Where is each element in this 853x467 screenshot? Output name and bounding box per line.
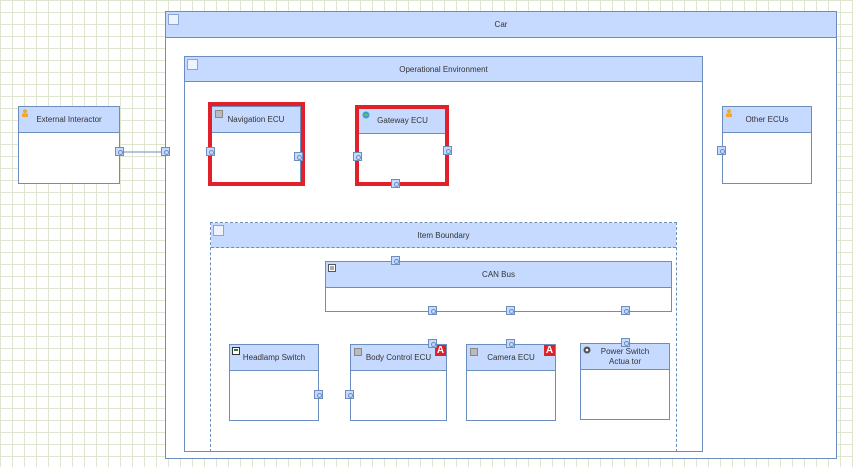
body-control-ecu-title: Body Control ECU (365, 353, 432, 362)
switch-icon (232, 347, 240, 355)
globe-icon (362, 111, 370, 119)
block-corner-icon (187, 59, 198, 70)
port-headlamp-right[interactable] (314, 390, 323, 399)
port-camera-top[interactable] (506, 339, 515, 348)
port-canbus-camera[interactable] (506, 306, 515, 315)
port-canbus-power[interactable] (621, 306, 630, 315)
port-external-interactor[interactable] (115, 147, 124, 156)
can-bus-block[interactable]: CAN Bus (325, 261, 672, 312)
gateway-ecu-title: Gateway ECU (377, 116, 428, 125)
power-switch-actuator-title: Power Switch Actua tor (600, 347, 650, 366)
asil-badge: A (435, 345, 446, 356)
can-bus-title: CAN Bus (482, 270, 515, 279)
port-car-left[interactable] (161, 147, 170, 156)
external-interactor-block[interactable]: External Interactor (18, 106, 120, 184)
navigation-ecu-title: Navigation ECU (227, 115, 285, 124)
block-corner-icon (213, 225, 224, 236)
port-gateway-left[interactable] (353, 152, 362, 161)
block-corner-icon (168, 14, 179, 25)
power-switch-actuator-block[interactable]: Power Switch Actua tor (580, 343, 670, 420)
component-icon (354, 348, 362, 356)
other-ecus-block[interactable]: Other ECUs (722, 106, 812, 184)
person-icon (726, 109, 732, 117)
camera-ecu-title: Camera ECU (487, 353, 535, 362)
other-ecus-title: Other ECUs (745, 115, 789, 124)
operational-environment-title: Operational Environment (399, 65, 488, 74)
person-icon (22, 109, 28, 117)
gear-icon (583, 346, 591, 354)
body-control-ecu-block[interactable]: Body Control ECU A (350, 344, 447, 421)
external-interactor-title: External Interactor (36, 115, 102, 124)
port-navigation-left[interactable] (206, 147, 215, 156)
port-canbus-body[interactable] (428, 306, 437, 315)
port-gateway-right[interactable] (443, 146, 452, 155)
camera-ecu-block[interactable]: Camera ECU A (466, 344, 556, 421)
component-icon (470, 348, 478, 356)
port-navigation-right[interactable] (294, 152, 303, 161)
bus-icon (328, 264, 336, 272)
item-boundary-title: Item Boundary (417, 231, 470, 240)
asil-badge: A (544, 345, 555, 356)
port-canbus-top[interactable] (391, 256, 400, 265)
port-power-top[interactable] (621, 338, 630, 347)
item-boundary-block[interactable]: Item Boundary (210, 222, 677, 452)
headlamp-switch-title: Headlamp Switch (242, 353, 306, 362)
port-body-left[interactable] (345, 390, 354, 399)
port-body-top[interactable] (428, 339, 437, 348)
gateway-ecu-selection (355, 105, 449, 186)
component-icon (215, 110, 223, 118)
headlamp-switch-block[interactable]: Headlamp Switch (229, 344, 319, 421)
port-other-ecus[interactable] (717, 146, 726, 155)
port-gateway-bottom[interactable] (391, 179, 400, 188)
car-title: Car (494, 20, 508, 29)
navigation-ecu-selection (208, 102, 305, 186)
